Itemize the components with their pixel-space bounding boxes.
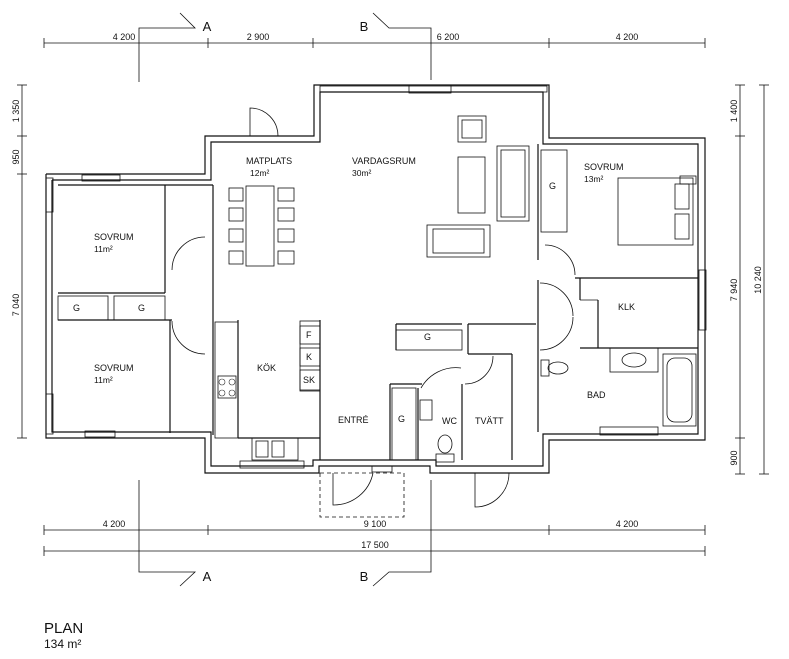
bed <box>617 175 697 246</box>
interior-walls <box>58 144 698 460</box>
dim-top-4: 4 200 <box>616 32 639 42</box>
dim-bottom-1: 4 200 <box>103 519 126 529</box>
dim-bottom-2: 9 100 <box>364 519 387 529</box>
room-sovrum-ne-name: SOVRUM <box>584 162 624 172</box>
dim-right-1: 1 400 <box>729 100 739 123</box>
storage <box>57 149 568 461</box>
room-kok-name: KÖK <box>257 363 276 373</box>
label-wardrobe-1: G <box>73 303 80 313</box>
label-wardrobe-5: G <box>398 414 405 424</box>
dim-right-overall: 10 240 <box>753 266 763 294</box>
section-b-top: B <box>360 19 369 34</box>
dim-left-2: 950 <box>11 149 21 164</box>
label-closet: SK <box>303 375 315 385</box>
exterior-walls <box>45 84 707 474</box>
dim-right-2: 7 940 <box>729 279 739 302</box>
dim-top-3: 6 200 <box>437 32 460 42</box>
room-klk-name: KLK <box>618 302 635 312</box>
dimension-bottom: 4 200 9 100 4 200 17 500 <box>43 519 706 556</box>
appliances <box>299 320 321 392</box>
room-sovrum-ne-area: 13m² <box>584 174 604 184</box>
section-a-top: A <box>203 19 212 34</box>
dimension-right: 1 400 7 940 900 10 240 <box>729 84 769 475</box>
dim-overall: 17 500 <box>361 540 389 550</box>
dim-left-3: 7 040 <box>11 294 21 317</box>
label-fridge: F <box>306 330 312 340</box>
label-wardrobe-2: G <box>138 303 145 313</box>
dimension-left: 1 350 950 7 040 <box>11 84 27 439</box>
room-tvatt-name: TVÄTT <box>475 416 504 426</box>
room-sovrum-w1-area: 11m² <box>94 244 113 254</box>
dimension-top: 4 200 2 900 6 200 4 200 <box>43 32 706 48</box>
plan-area: 134 m² <box>44 637 82 651</box>
section-a-bottom: A <box>203 569 212 584</box>
doors <box>171 107 598 518</box>
bathroom-fixtures <box>419 347 697 463</box>
room-matplats-area: 12m² <box>250 168 270 178</box>
dim-bottom-3: 4 200 <box>616 519 639 529</box>
living-furniture <box>426 115 530 258</box>
room-bad-name: BAD <box>587 390 606 400</box>
room-entre-name: ENTRÉ <box>338 415 369 425</box>
room-vardagsrum-name: VARDAGSRUM <box>352 156 416 166</box>
kitchen-counter <box>214 321 299 461</box>
fixture-labels: G G G G G F K SK <box>73 181 556 424</box>
label-wardrobe-4: G <box>424 332 431 342</box>
room-wc-name: WC <box>442 416 457 426</box>
section-b-bottom: B <box>360 569 369 584</box>
room-sovrum-w1-name: SOVRUM <box>94 232 134 242</box>
dining-table <box>228 185 295 267</box>
label-wardrobe-3: G <box>549 181 556 191</box>
room-sovrum-w2-name: SOVRUM <box>94 363 134 373</box>
plan-title: PLAN <box>44 620 84 637</box>
section-markers: A B A B <box>138 12 432 587</box>
room-sovrum-w2-area: 11m² <box>94 375 113 385</box>
room-labels: MATPLATS 12m² VARDAGSRUM 30m² SOVRUM 13m… <box>94 156 635 426</box>
label-cooler: K <box>306 352 312 362</box>
dim-right-3: 900 <box>729 450 739 465</box>
room-matplats-name: MATPLATS <box>246 156 292 166</box>
room-vardagsrum-area: 30m² <box>352 168 372 178</box>
dim-top-1: 4 200 <box>113 32 136 42</box>
dim-left-1: 1 350 <box>11 100 21 123</box>
dim-top-2: 2 900 <box>247 32 270 42</box>
